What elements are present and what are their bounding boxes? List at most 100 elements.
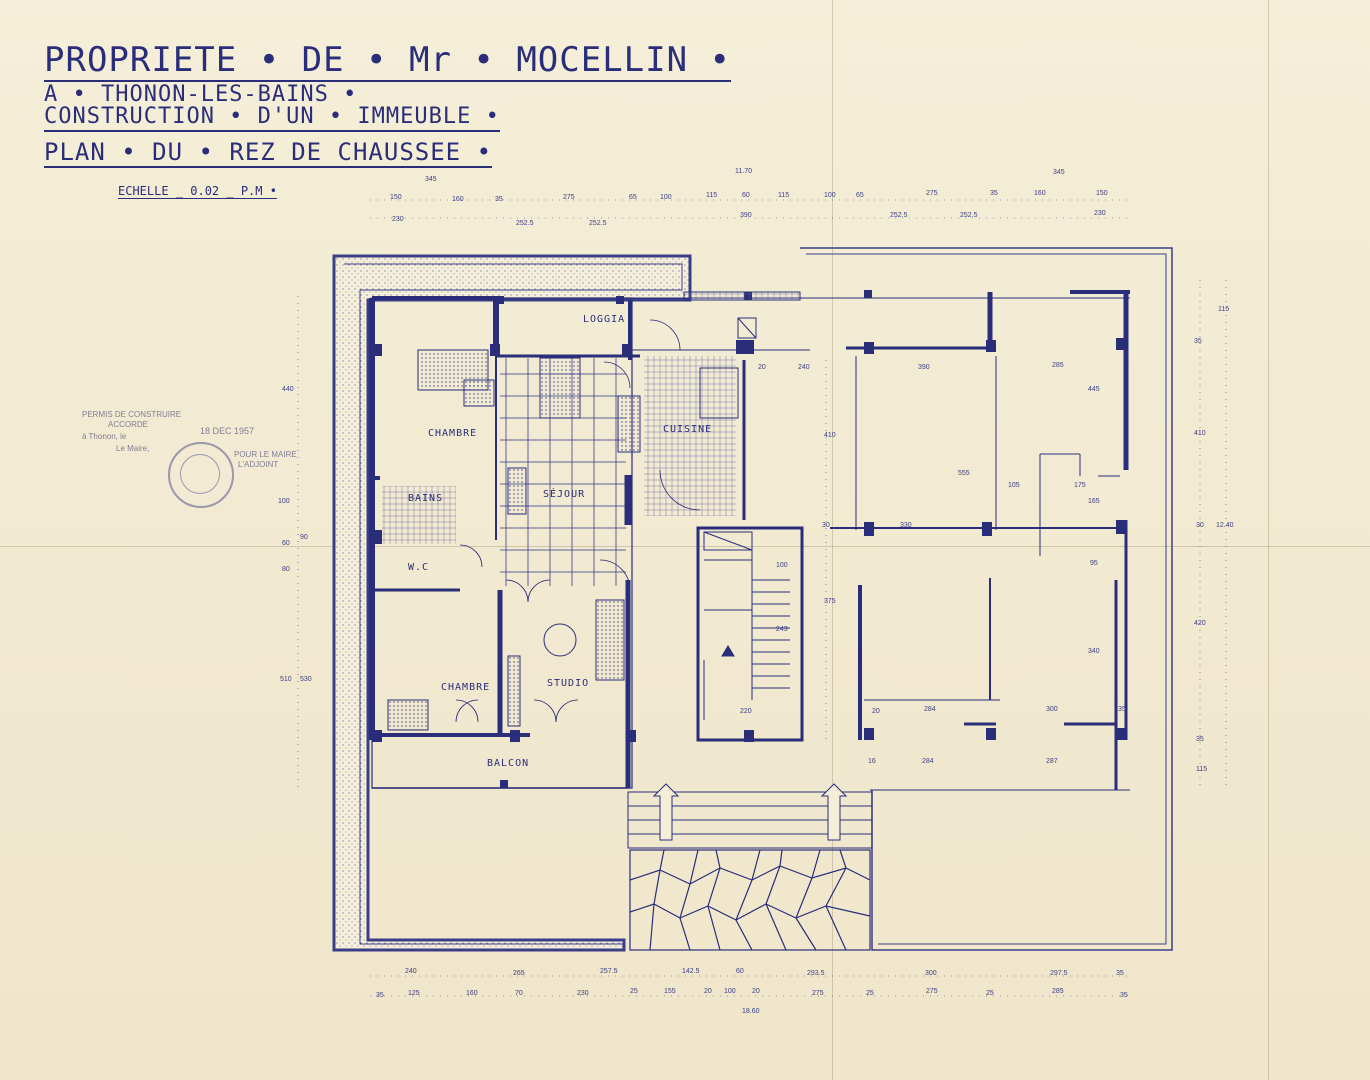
dimension-label: 60	[736, 968, 744, 975]
dimension-label: 275	[812, 990, 824, 997]
title-project: CONSTRUCTION • D'UN • IMMEUBLE •	[44, 104, 500, 132]
stamp-text: Le Maire,	[116, 444, 150, 453]
dimension-label: 230	[392, 216, 404, 223]
dimension-label: 252.5	[516, 220, 534, 227]
dimension-label: 230	[1094, 210, 1106, 217]
dimension-label: 35	[990, 190, 998, 197]
title-location: A • THONON-LES-BAINS •	[44, 82, 358, 107]
dimension-label: 240	[798, 364, 810, 371]
dimension-label: 25	[630, 988, 638, 995]
dimension-label: 60	[282, 540, 290, 547]
dimension-label: 35	[376, 992, 384, 999]
dimension-label: 555	[958, 470, 970, 477]
dimension-label: 65	[629, 194, 637, 201]
dimension-label: 230	[577, 990, 589, 997]
bath-floor-tiles	[382, 486, 456, 544]
dimension-label: 243	[776, 626, 788, 633]
dimension-label: 100	[824, 192, 836, 199]
dimension-label: 375	[824, 598, 836, 605]
dimension-label: 35	[495, 196, 503, 203]
dimension-label: 252.5	[589, 220, 607, 227]
dimension-label: 284	[922, 758, 934, 765]
dimension-label: 275	[926, 190, 938, 197]
dimension-label: 115	[706, 192, 718, 199]
title-plan: PLAN • DU • REZ DE CHAUSSEE •	[44, 138, 493, 168]
dimension-label: 65	[856, 192, 864, 199]
garden-border	[332, 254, 692, 952]
dimension-label: 30	[1196, 522, 1204, 529]
stamp-text: à Thonon, le	[82, 432, 127, 441]
fold-line-vertical	[1268, 0, 1269, 1080]
dimension-label: 265	[513, 970, 525, 977]
dimension-label: 20	[704, 988, 712, 995]
walls-right-apartment	[742, 290, 1130, 791]
dimension-label: 530	[300, 676, 312, 683]
dimension-label: 160	[1034, 190, 1046, 197]
dimension-label: 252.5	[960, 212, 978, 219]
dimension-label: 20	[752, 988, 760, 995]
dimension-label: 12.40	[1216, 522, 1234, 529]
dimension-label: 287	[1046, 758, 1058, 765]
entrance-steps	[627, 783, 873, 849]
dimension-label: 20	[872, 708, 880, 715]
dimension-label: 297.5	[1050, 970, 1068, 977]
furniture	[387, 349, 739, 731]
dimension-label: 160	[452, 196, 464, 203]
staircase	[696, 526, 804, 742]
loggia-railing	[632, 291, 1130, 351]
fold-line-vertical	[832, 0, 833, 1080]
room-label-balcon: BALCON	[487, 758, 530, 769]
room-label-loggia: LOGGIA	[583, 314, 626, 325]
dimension-label: 285	[1052, 362, 1064, 369]
permit-stamp: PERMIS DE CONSTRUIRE ACCORDE à Thonon, l…	[80, 410, 310, 520]
dimension-label: 115	[1218, 306, 1230, 313]
dimension-total: 18.60	[742, 1008, 760, 1015]
dimension-label: 25	[866, 990, 874, 997]
dimension-label: 30	[822, 522, 830, 529]
dimension-label: 35	[1120, 992, 1128, 999]
room-label-chambre: CHAMBRE	[441, 682, 491, 693]
dimension-label: 125	[408, 990, 420, 997]
door-swings	[455, 319, 701, 723]
right-plot-outline	[800, 247, 1173, 951]
room-label-sejour: SÉJOUR	[543, 489, 586, 500]
dimension-label: 275	[926, 988, 938, 995]
dimension-label: 100	[776, 562, 788, 569]
dimension-label: 340	[1088, 648, 1100, 655]
stamp-text: L'ADJOINT	[238, 460, 279, 469]
dimension-label: 70	[515, 990, 523, 997]
dimension-label: 510	[280, 676, 292, 683]
dimension-label: 410	[824, 432, 836, 439]
stone-paving	[629, 849, 871, 951]
dimension-label: 285	[1052, 988, 1064, 995]
dimension-label: 100	[660, 194, 672, 201]
dimension-label: 90	[300, 534, 308, 541]
dimension-label: 345	[425, 176, 437, 183]
dimension-label: 160	[466, 990, 478, 997]
room-label-studio: STUDIO	[547, 678, 590, 689]
dimension-label: 330	[900, 522, 912, 529]
stamp-text: POUR LE MAIRE	[234, 450, 297, 459]
dimension-label: 155	[664, 988, 676, 995]
dimension-label: 35	[1116, 970, 1124, 977]
dimension-label: 420	[1194, 620, 1206, 627]
dimension-label: 25	[986, 990, 994, 997]
kitchen-floor-tiles	[644, 356, 736, 516]
room-label-cuisine: CUISINE	[663, 424, 713, 435]
dimension-label: 95	[1090, 560, 1098, 567]
dimension-label: 257.5	[600, 968, 618, 975]
dimension-label: 100	[724, 988, 736, 995]
dimension-label: 390	[918, 364, 930, 371]
dimension-label: 35	[1118, 706, 1126, 713]
dimension-label: 115	[778, 192, 790, 199]
dimension-label: 445	[1088, 386, 1100, 393]
dimension-label: 252.5	[890, 212, 908, 219]
dimension-label: 115	[1196, 766, 1208, 773]
municipal-seal-icon	[168, 442, 234, 508]
dimension-label: 60	[742, 192, 750, 199]
fold-line-horizontal	[0, 546, 1370, 547]
dimension-label: 142.5	[682, 968, 700, 975]
room-label-wc: W.C	[408, 562, 430, 573]
stamp-text: ACCORDE	[108, 420, 149, 429]
